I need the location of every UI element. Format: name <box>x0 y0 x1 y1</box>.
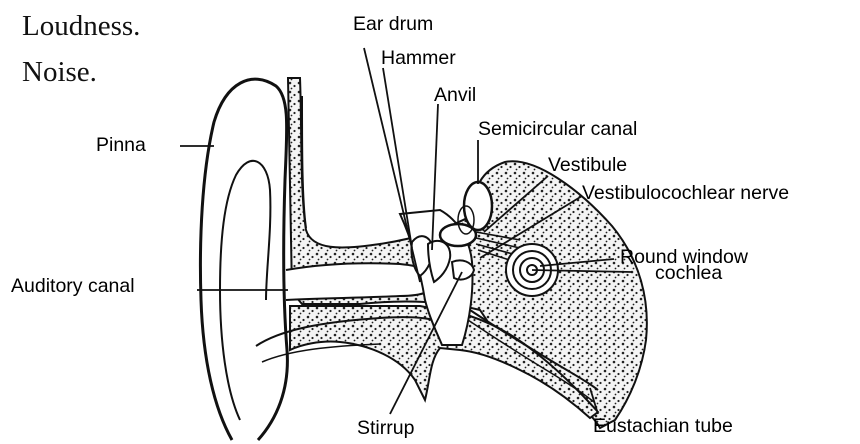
label-auditory-canal: Auditory canal <box>11 277 135 297</box>
label-vestibulocochlear-nerve: Vestibulocochlear nerve <box>582 184 789 204</box>
semicircular-canal-2 <box>440 224 476 246</box>
label-semicircular-canal: Semicircular canal <box>478 120 637 140</box>
leader-hammer <box>383 68 412 248</box>
label-anvil: Anvil <box>434 86 476 106</box>
label-pinna: Pinna <box>96 136 146 156</box>
label-ear-drum: Ear drum <box>353 15 433 35</box>
label-vestibule: Vestibule <box>548 156 627 176</box>
pinna-outline <box>200 79 287 440</box>
label-stirrup: Stirrup <box>357 419 414 439</box>
label-eustachian-tube: Eustachian tube <box>593 417 733 437</box>
stirrup-bone <box>452 260 474 279</box>
label-hammer: Hammer <box>381 49 456 69</box>
label-cochlea: cochlea <box>655 264 722 284</box>
